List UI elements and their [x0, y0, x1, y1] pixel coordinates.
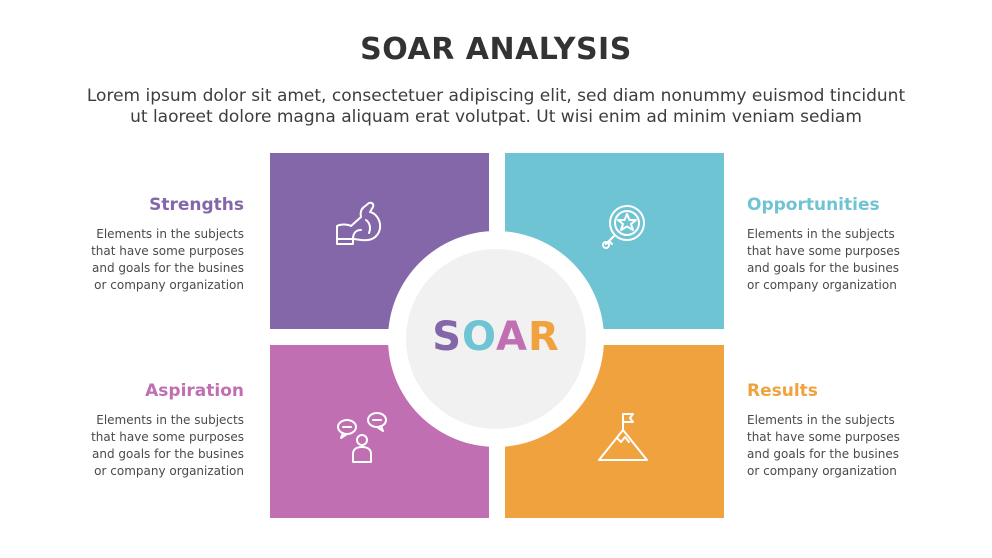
- person-speech-bubbles-icon: [334, 410, 390, 466]
- subtitle: Lorem ipsum dolor sit amet, consectetuer…: [40, 86, 952, 128]
- opportunities-label-block: Opportunities Elements in the subjects t…: [747, 194, 907, 294]
- center-letter-o: O: [462, 314, 496, 360]
- description-line: that have some purposes: [91, 430, 244, 444]
- description-line: and goals for the busines: [92, 447, 244, 461]
- page-title: SOAR ANALYSIS: [360, 32, 632, 67]
- description-line: Elements in the subjects: [96, 227, 244, 241]
- strengths-label-block: Strengths Elements in the subjects that …: [84, 194, 244, 294]
- center-letter-a: A: [495, 314, 528, 360]
- results-label-block: Results Elements in the subjects that ha…: [747, 380, 907, 480]
- flexed-arm-icon: [331, 195, 387, 251]
- center-letter-r: R: [527, 314, 560, 360]
- description-line: Elements in the subjects: [96, 413, 244, 427]
- results-description: Elements in the subjects that have some …: [747, 412, 907, 480]
- opportunities-description: Elements in the subjects that have some …: [747, 226, 907, 294]
- subtitle-line: Lorem ipsum dolor sit amet, consectetuer…: [86, 86, 906, 106]
- strengths-heading: Strengths: [149, 195, 244, 215]
- aspiration-label-block: Aspiration Elements in the subjects that…: [84, 380, 244, 480]
- aspiration-heading: Aspiration: [145, 381, 244, 401]
- center-soar-word: SOAR: [406, 312, 586, 362]
- description-line: or company organization: [747, 464, 897, 478]
- description-line: Elements in the subjects: [747, 227, 895, 241]
- subtitle-line: ut laoreet dolore magna aliquam erat vol…: [130, 107, 862, 127]
- description-line: Elements in the subjects: [747, 413, 895, 427]
- center-letter-s: S: [432, 314, 463, 360]
- description-line: that have some purposes: [747, 244, 900, 258]
- description-line: and goals for the busines: [747, 447, 899, 461]
- center-circle: [406, 249, 586, 429]
- description-line: and goals for the busines: [92, 261, 244, 275]
- description-line: and goals for the busines: [747, 261, 899, 275]
- description-line: or company organization: [94, 464, 244, 478]
- magnifier-star-icon: [597, 199, 653, 255]
- description-line: or company organization: [94, 278, 244, 292]
- mountain-flag-icon: [595, 410, 651, 466]
- strengths-description: Elements in the subjects that have some …: [84, 226, 244, 294]
- results-heading: Results: [747, 381, 818, 401]
- opportunities-heading: Opportunities: [747, 195, 880, 215]
- aspiration-description: Elements in the subjects that have some …: [84, 412, 244, 480]
- description-line: or company organization: [747, 278, 897, 292]
- description-line: that have some purposes: [91, 244, 244, 258]
- description-line: that have some purposes: [747, 430, 900, 444]
